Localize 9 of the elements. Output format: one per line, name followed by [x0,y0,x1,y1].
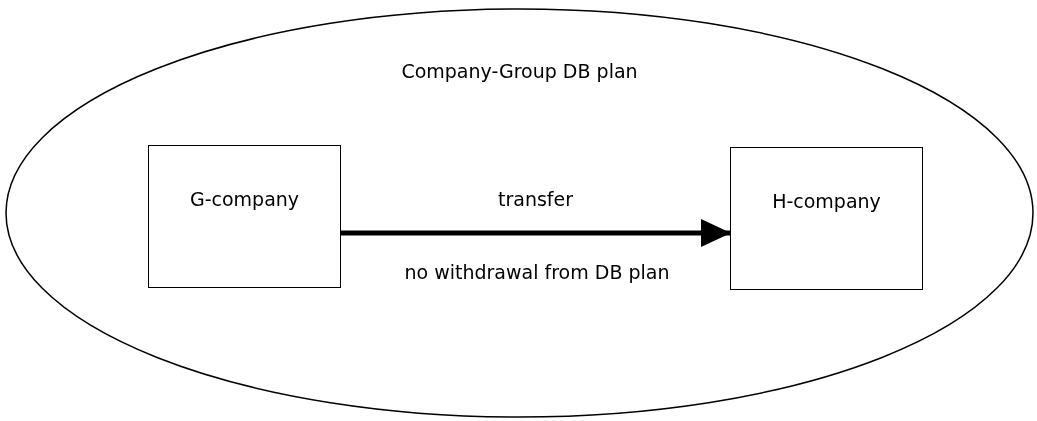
company-name: H-company [772,190,881,212]
company-name: G-company [189,188,300,210]
company-box [730,147,923,290]
group-title: Company-Group DB plan [401,60,638,82]
arrow [341,219,731,247]
note-text: no withdrawal from DB plan [404,261,670,283]
company-box [148,145,341,288]
edge-label: transfer [498,188,573,210]
group-ellipse [5,8,1034,418]
